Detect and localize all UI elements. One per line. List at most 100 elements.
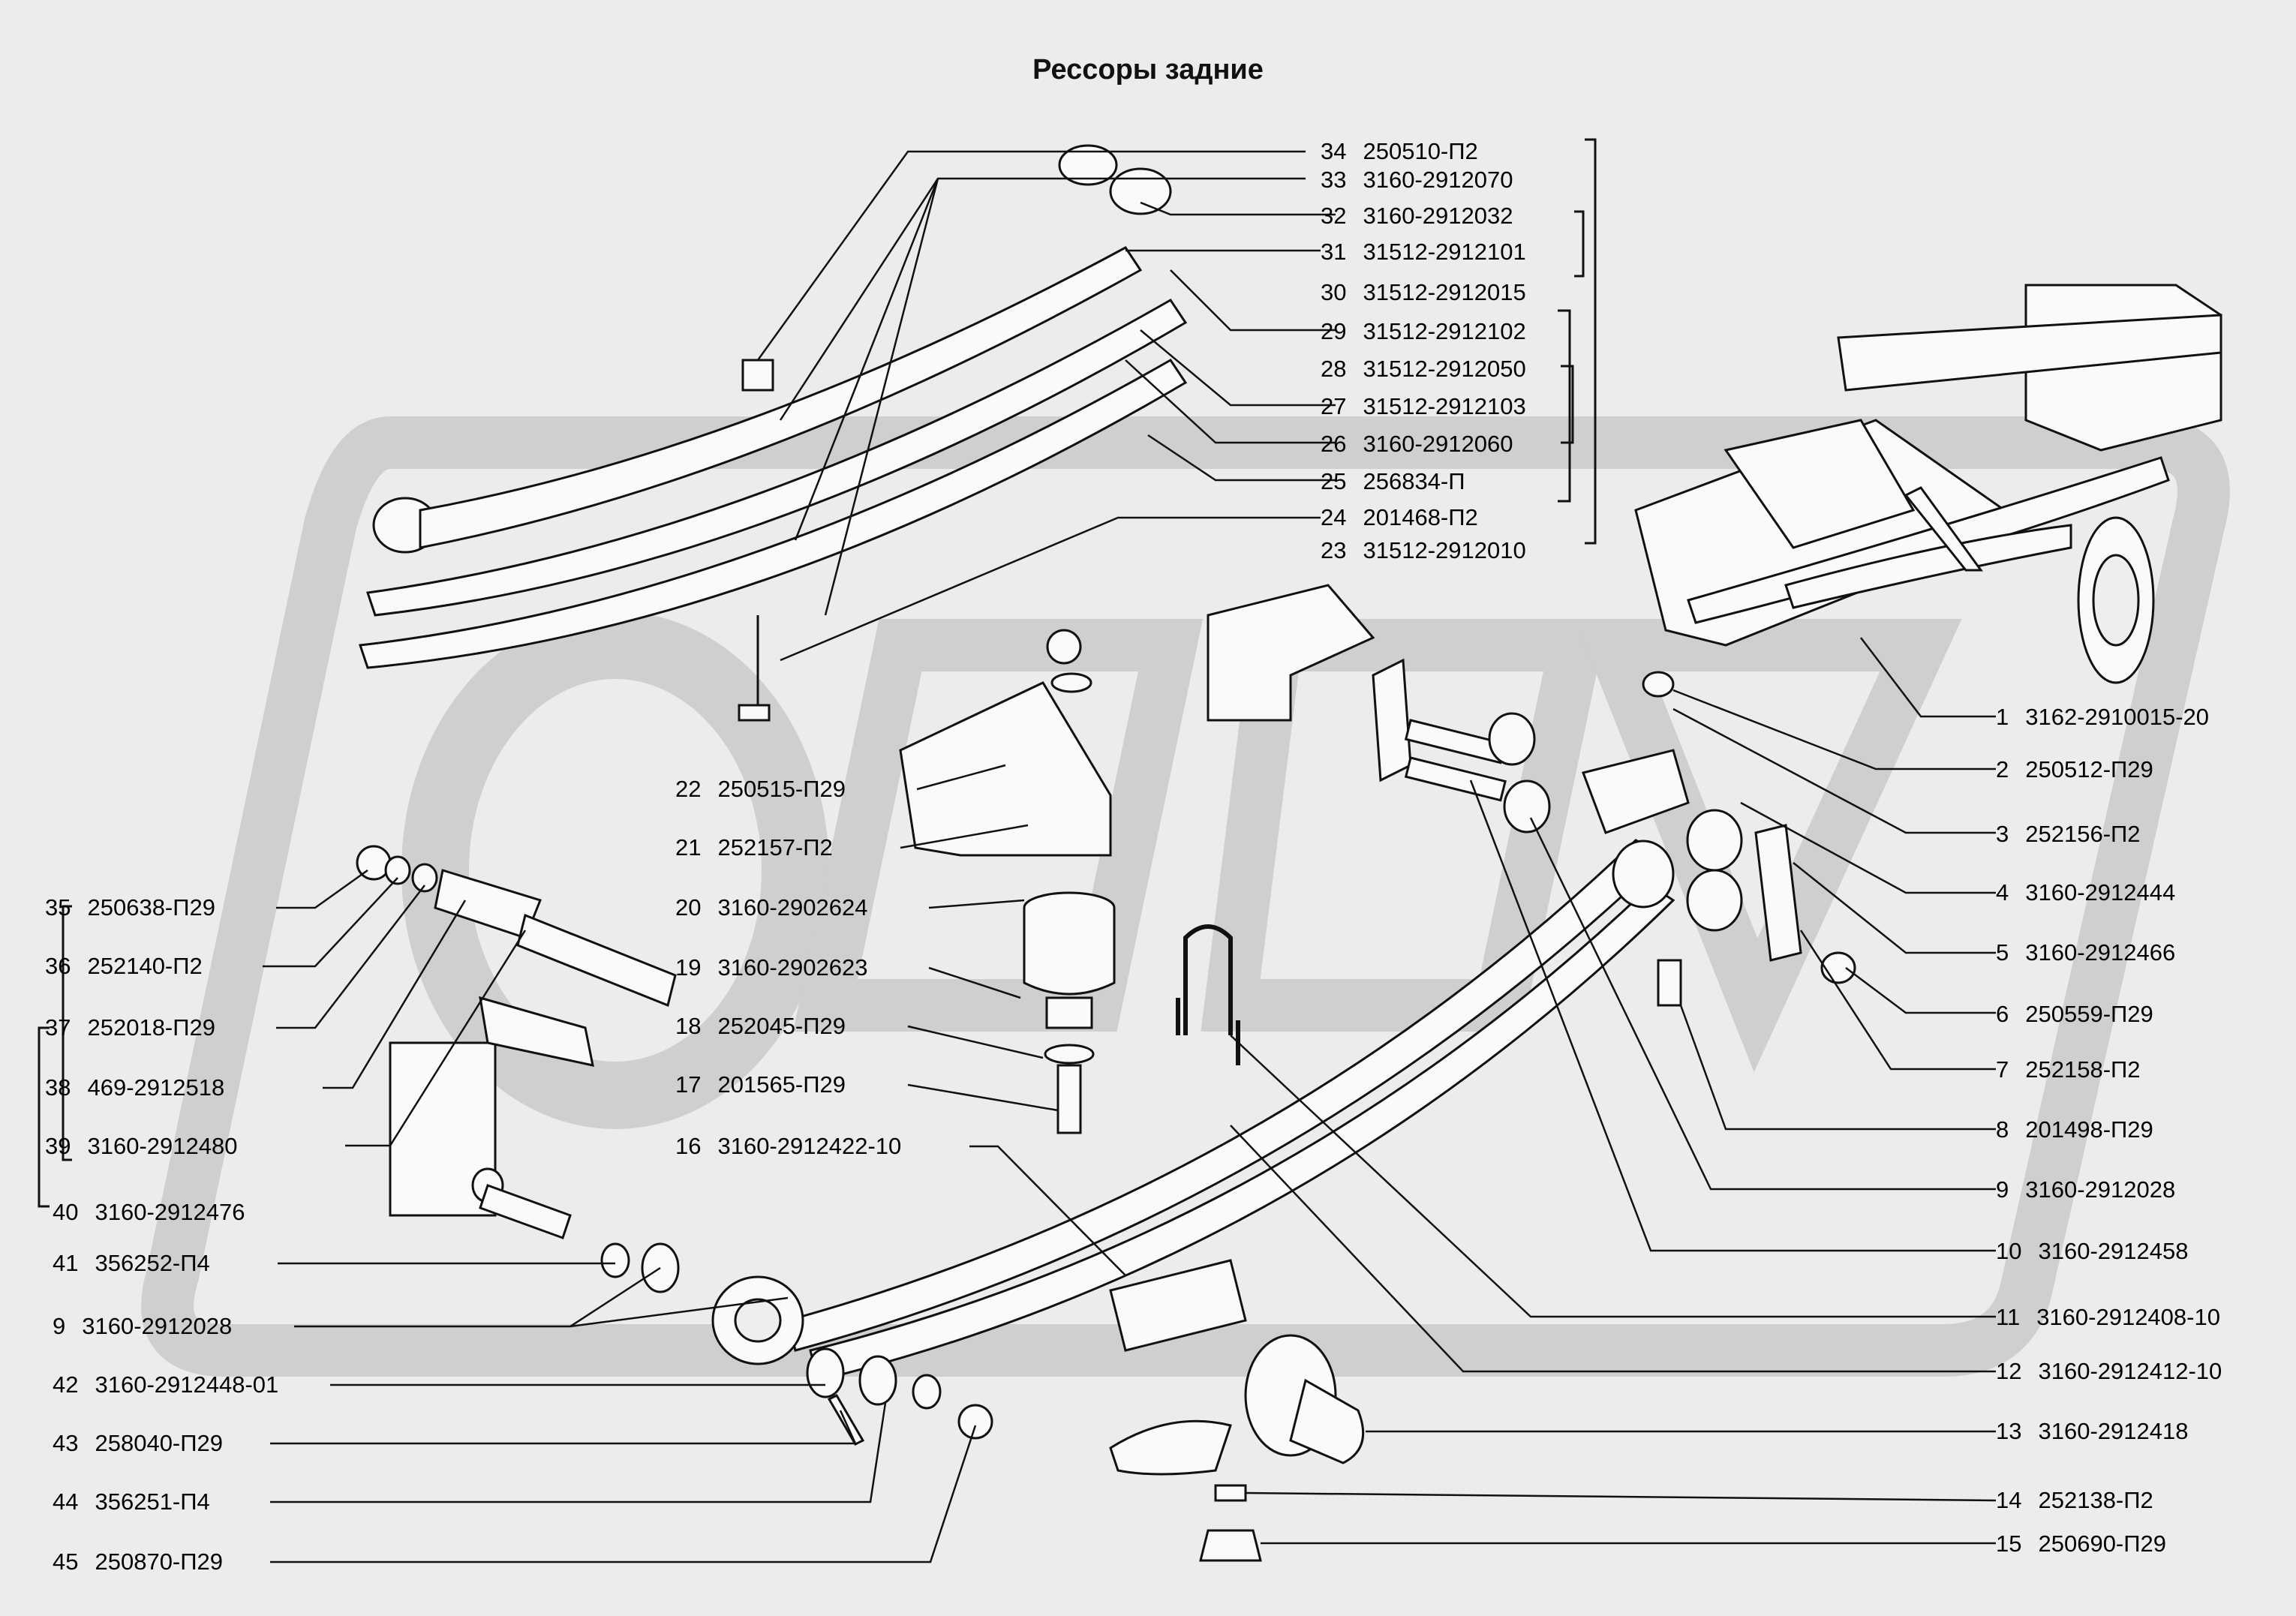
part-number: 9 (53, 1313, 66, 1339)
part-code: 356251-П4 (95, 1488, 210, 1515)
part-label-20: 20 3160-2902624 (675, 894, 867, 921)
part-number: 26 (1321, 431, 1347, 457)
part-code: 256834-П (1363, 468, 1465, 494)
part-code: 3160-2902623 (717, 954, 868, 981)
group-brackets (38, 138, 1597, 1208)
leader-lines (263, 150, 1997, 1563)
part-code: 250690-П29 (2038, 1530, 2167, 1557)
part-number: 28 (1321, 356, 1347, 382)
part-code: 3160-2912480 (87, 1133, 238, 1159)
part-number: 24 (1321, 504, 1347, 530)
part-code: 3160-2902624 (717, 894, 868, 921)
part-code: 252157-П2 (717, 834, 833, 861)
part-label-29: 29 31512-2912102 (1321, 318, 1526, 345)
part-number: 14 (1996, 1487, 2022, 1513)
part-label-7: 7 252158-П2 (1996, 1056, 2141, 1083)
part-code: 3160-2912448-01 (95, 1371, 279, 1398)
part-label-2: 2 250512-П29 (1996, 756, 2153, 783)
part-label-13: 13 3160-2912418 (1996, 1418, 2188, 1445)
part-number: 40 (53, 1199, 79, 1225)
part-code: 31512-2912050 (1363, 356, 1526, 382)
part-number: 29 (1321, 318, 1347, 344)
upper-leaf-spring (358, 144, 1188, 722)
part-number: 19 (675, 954, 702, 981)
part-code: 3160-2912070 (1363, 167, 1513, 193)
part-label-4: 4 3160-2912444 (1996, 879, 2175, 906)
part-code: 252156-П2 (2025, 821, 2141, 847)
part-code: 250512-П29 (2025, 756, 2153, 782)
part-number: 44 (53, 1488, 79, 1515)
part-number: 43 (53, 1430, 79, 1456)
part-label-9b: 9 3160-2912028 (53, 1313, 232, 1340)
part-number: 20 (675, 894, 702, 921)
part-label-26: 26 3160-2912060 (1321, 431, 1513, 458)
part-number: 36 (45, 953, 71, 979)
part-number: 11 (1996, 1304, 2021, 1330)
part-number: 3 (1996, 821, 2009, 847)
part-number: 33 (1321, 167, 1347, 193)
part-number: 41 (53, 1250, 79, 1276)
part-number: 4 (1996, 879, 2009, 906)
part-number: 31 (1321, 239, 1347, 265)
part-code: 252018-П29 (87, 1014, 216, 1041)
part-label-3: 3 252156-П2 (1996, 821, 2141, 848)
part-code: 3160-2912422-10 (717, 1133, 902, 1159)
part-number: 5 (1996, 939, 2009, 966)
part-number: 21 (675, 834, 702, 861)
part-label-5: 5 3160-2912466 (1996, 939, 2175, 966)
part-code: 252045-П29 (717, 1013, 846, 1039)
part-code: 3160-2912466 (2025, 939, 2176, 966)
part-label-44: 44 356251-П4 (53, 1488, 210, 1515)
part-number: 22 (675, 776, 702, 802)
part-code: 250638-П29 (87, 894, 216, 921)
part-number: 38 (45, 1074, 71, 1101)
part-code: 3160-2912028 (82, 1313, 233, 1339)
part-code: 252140-П2 (87, 953, 203, 979)
part-number: 17 (675, 1071, 702, 1098)
part-code: 201565-П29 (717, 1071, 846, 1098)
part-code: 252158-П2 (2025, 1056, 2141, 1083)
part-code: 31512-2912102 (1363, 318, 1526, 344)
part-label-28: 28 31512-2912050 (1321, 356, 1526, 383)
part-code: 3160-2912418 (2038, 1418, 2189, 1444)
part-number: 2 (1996, 756, 2009, 782)
diagram-title: Рессоры задние (1032, 54, 1264, 86)
part-code: 3160-2912060 (1363, 431, 1513, 457)
part-number: 13 (1996, 1418, 2022, 1444)
part-number: 35 (45, 894, 71, 921)
part-number: 9 (1996, 1176, 2009, 1203)
part-number: 7 (1996, 1056, 2009, 1083)
part-code: 3160-2912444 (2025, 879, 2176, 906)
part-label-19: 19 3160-2902623 (675, 954, 867, 981)
part-label-21: 21 252157-П2 (675, 834, 833, 861)
part-number: 42 (53, 1371, 79, 1398)
part-code: 3162-2910015-20 (2025, 704, 2210, 730)
part-code: 250559-П29 (2025, 1001, 2153, 1027)
part-number: 18 (675, 1013, 702, 1039)
part-label-23: 23 31512-2912010 (1321, 537, 1526, 564)
part-number: 32 (1321, 203, 1347, 229)
part-code: 250510-П2 (1363, 138, 1478, 164)
part-label-33: 33 3160-2912070 (1321, 167, 1513, 194)
part-code: 31512-2912010 (1363, 537, 1526, 563)
part-number: 23 (1321, 537, 1347, 563)
part-code: 31512-2912015 (1363, 279, 1526, 305)
part-number: 37 (45, 1014, 71, 1041)
